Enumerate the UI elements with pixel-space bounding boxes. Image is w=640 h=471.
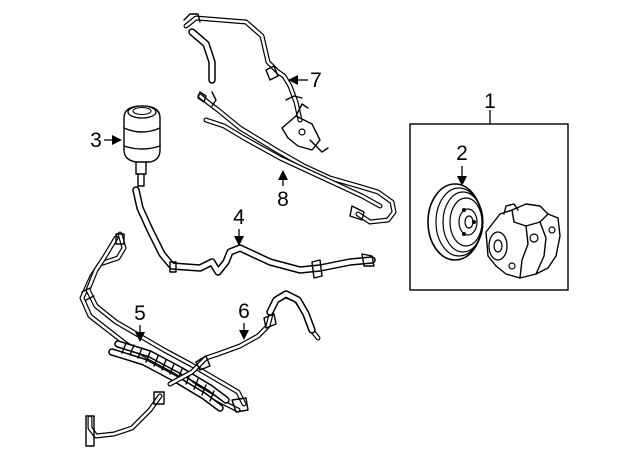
callout-label-2: 2 bbox=[456, 142, 468, 165]
callout-label-4: 4 bbox=[233, 206, 245, 229]
arrow-down-icon bbox=[135, 332, 145, 342]
pump-body bbox=[485, 203, 561, 279]
pump-assembly-box bbox=[409, 110, 569, 291]
callout-5: 5 bbox=[134, 302, 146, 342]
callout-3: 3 bbox=[90, 129, 122, 152]
return-hose-middle bbox=[132, 186, 376, 279]
arrow-down-icon bbox=[457, 176, 467, 186]
pressure-line bbox=[197, 91, 397, 225]
callout-label-5: 5 bbox=[134, 302, 146, 325]
callout-label-1: 1 bbox=[484, 90, 496, 113]
cooler-assembly bbox=[79, 231, 249, 447]
arrow-down-icon bbox=[239, 330, 249, 340]
arrow-left-icon bbox=[288, 75, 298, 85]
callout-1: 1 bbox=[484, 90, 496, 113]
cooler-hose bbox=[167, 290, 321, 387]
return-hose-upper bbox=[183, 13, 303, 123]
callout-2: 2 bbox=[456, 142, 468, 186]
callout-8: 8 bbox=[277, 170, 289, 211]
callout-6: 6 bbox=[238, 300, 250, 340]
reservoir bbox=[123, 105, 161, 187]
arrow-down-icon bbox=[234, 236, 244, 246]
callout-label-6: 6 bbox=[238, 300, 250, 323]
callout-7: 7 bbox=[288, 69, 322, 92]
callout-label-8: 8 bbox=[277, 188, 289, 211]
arrow-right-icon bbox=[112, 135, 122, 145]
callout-label-3: 3 bbox=[90, 129, 102, 152]
pump-pulley bbox=[427, 183, 484, 261]
callout-label-7: 7 bbox=[310, 69, 322, 92]
arrow-up-icon bbox=[278, 170, 288, 180]
callout-4: 4 bbox=[233, 206, 245, 246]
